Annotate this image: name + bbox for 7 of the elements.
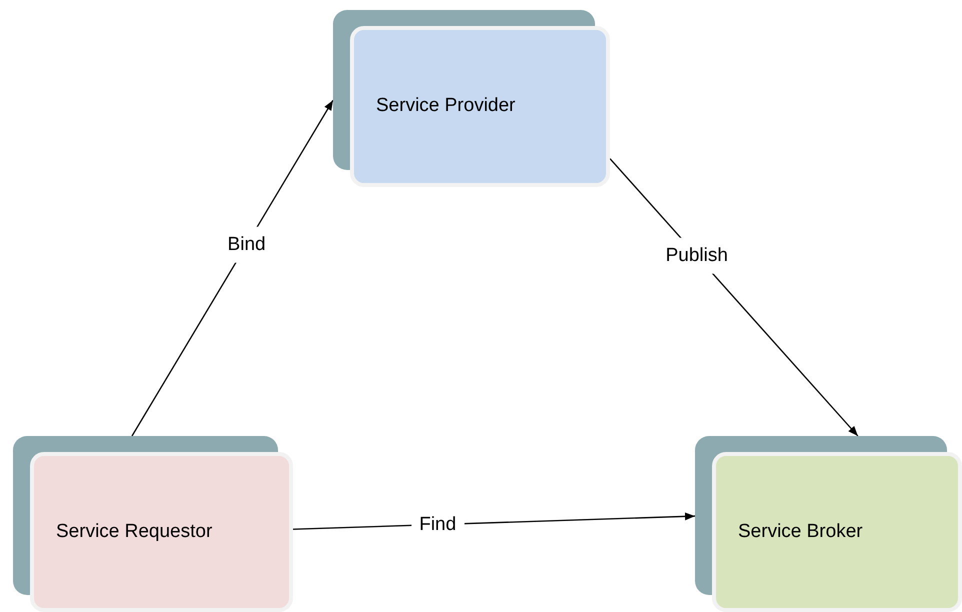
process-box xyxy=(695,436,962,612)
node-label: Service Broker xyxy=(738,520,864,544)
node-label: Service Provider xyxy=(376,94,516,118)
node-label: Service Requestor xyxy=(56,520,214,544)
arrow xyxy=(131,100,334,436)
process-box xyxy=(13,436,293,612)
process-box xyxy=(333,10,610,187)
